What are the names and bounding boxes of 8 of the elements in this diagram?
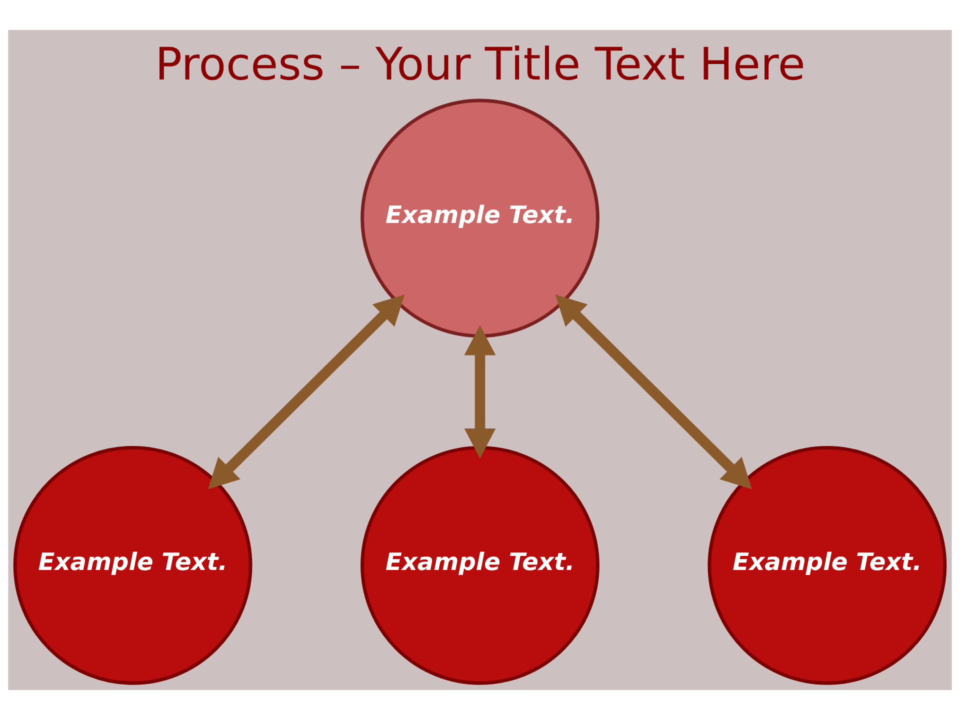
arrow	[208, 294, 405, 490]
arrow	[464, 325, 496, 458]
arrow	[555, 294, 752, 490]
node-circle: Example Text.	[13, 446, 252, 685]
node-circle: Example Text.	[708, 446, 947, 685]
node-circle: Example Text.	[360, 98, 600, 338]
node-circle: Example Text.	[360, 446, 600, 685]
diagram-title: Process – Your Title Text Here	[155, 38, 806, 90]
